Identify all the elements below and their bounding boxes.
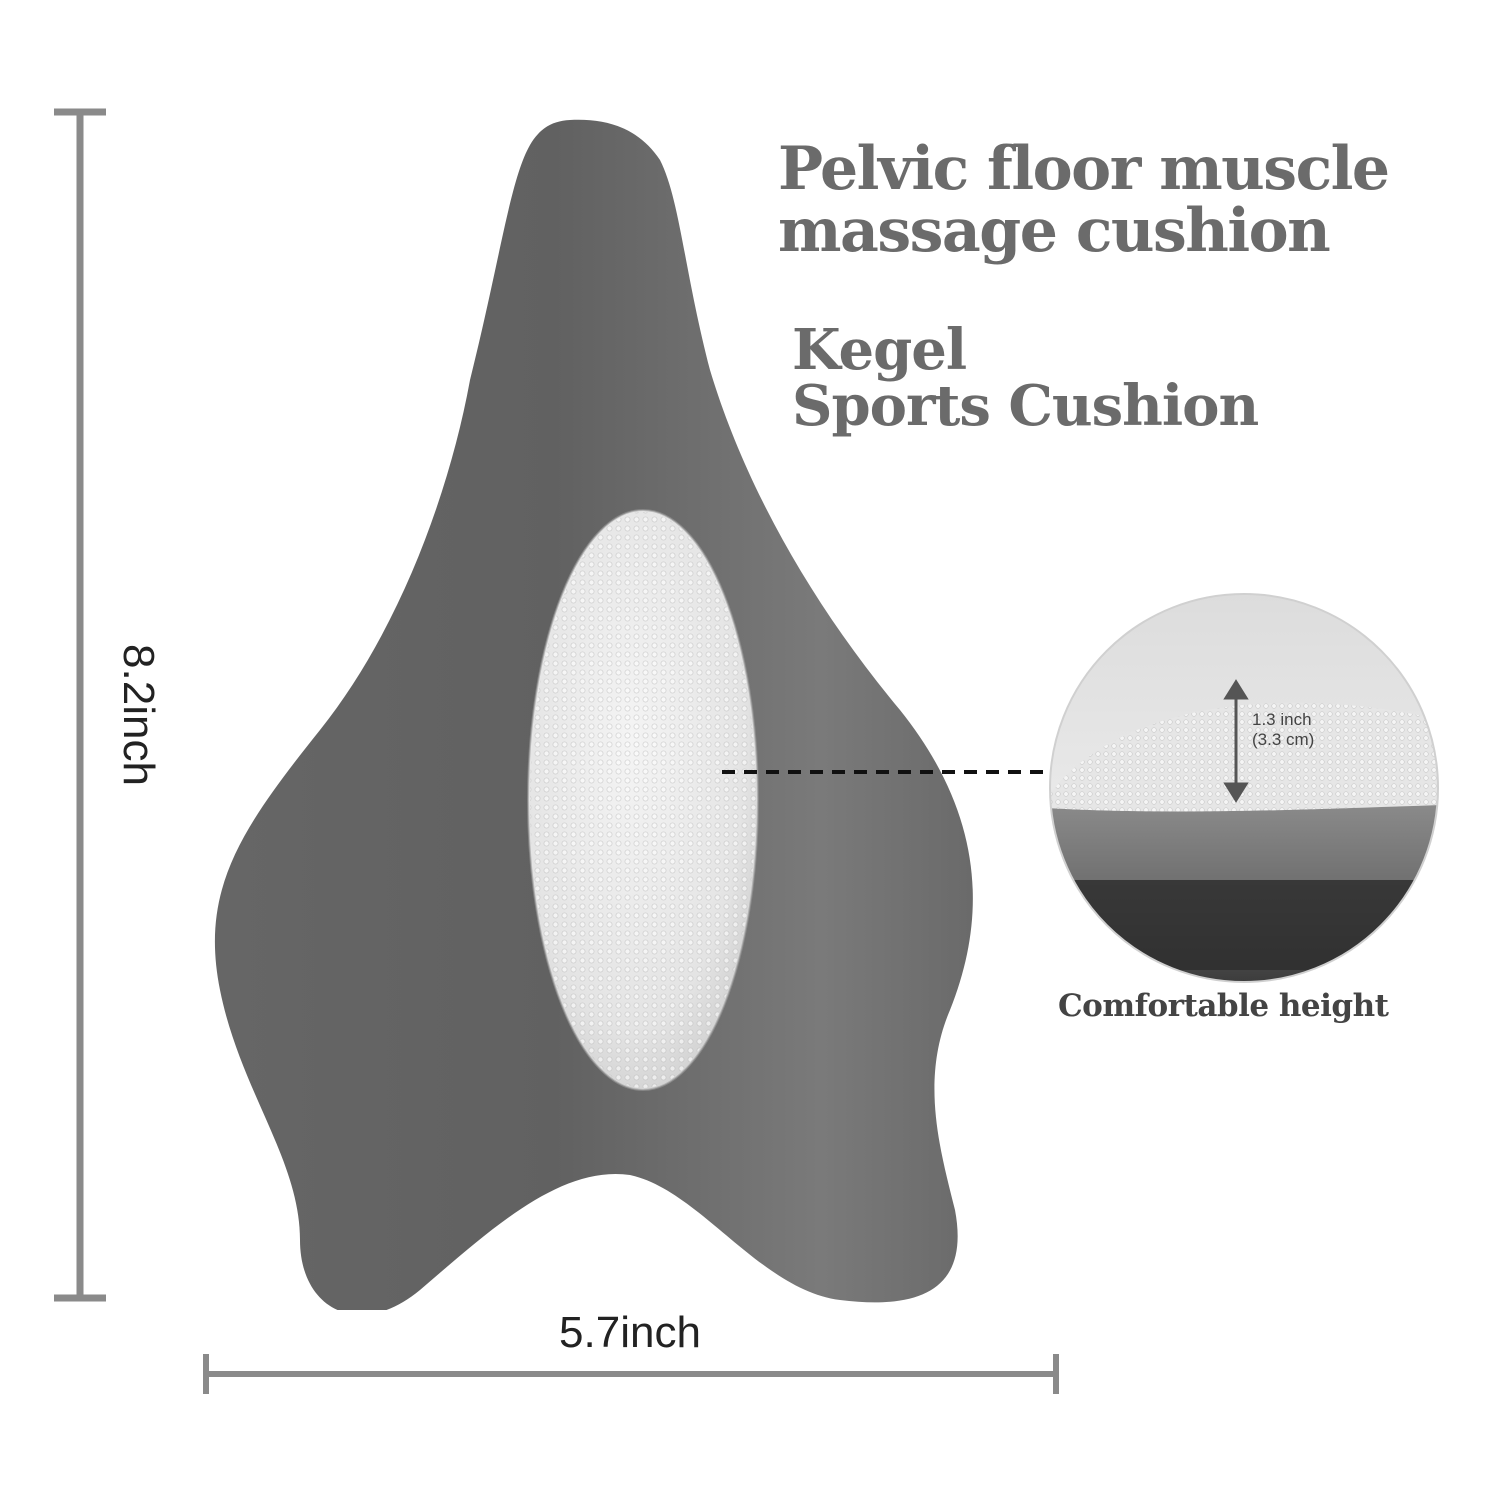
headline-line1: Pelvic floor muscle: [778, 134, 1390, 204]
height-arrow: [1223, 679, 1249, 803]
height-measurement-label: 1.3 inch (3.3 cm): [1252, 710, 1314, 750]
width-dimension-label: 5.7inch: [559, 1308, 701, 1357]
height-dimension-bar: [54, 108, 106, 1302]
height-detail-inset: [1049, 593, 1439, 983]
height-dimension-label: 8.2inch: [114, 644, 163, 786]
product-subheadline: Kegel Sports Cushion: [792, 317, 1259, 439]
width-dimension-bar: [203, 1354, 1059, 1394]
headline-line2: massage cushion: [778, 196, 1331, 266]
product-headline: Pelvic floor muscle massage cushion: [778, 134, 1390, 266]
height-imperial: 1.3 inch: [1252, 710, 1312, 729]
inset-caption: Comfortable height: [1058, 988, 1389, 1024]
subheadline-line1: Kegel: [792, 317, 967, 383]
subheadline-line2: Sports Cushion: [792, 373, 1259, 439]
dashed-guide-line: [722, 770, 1164, 774]
height-metric: (3.3 cm): [1252, 730, 1315, 749]
cushion-illustration: [214, 119, 973, 1310]
